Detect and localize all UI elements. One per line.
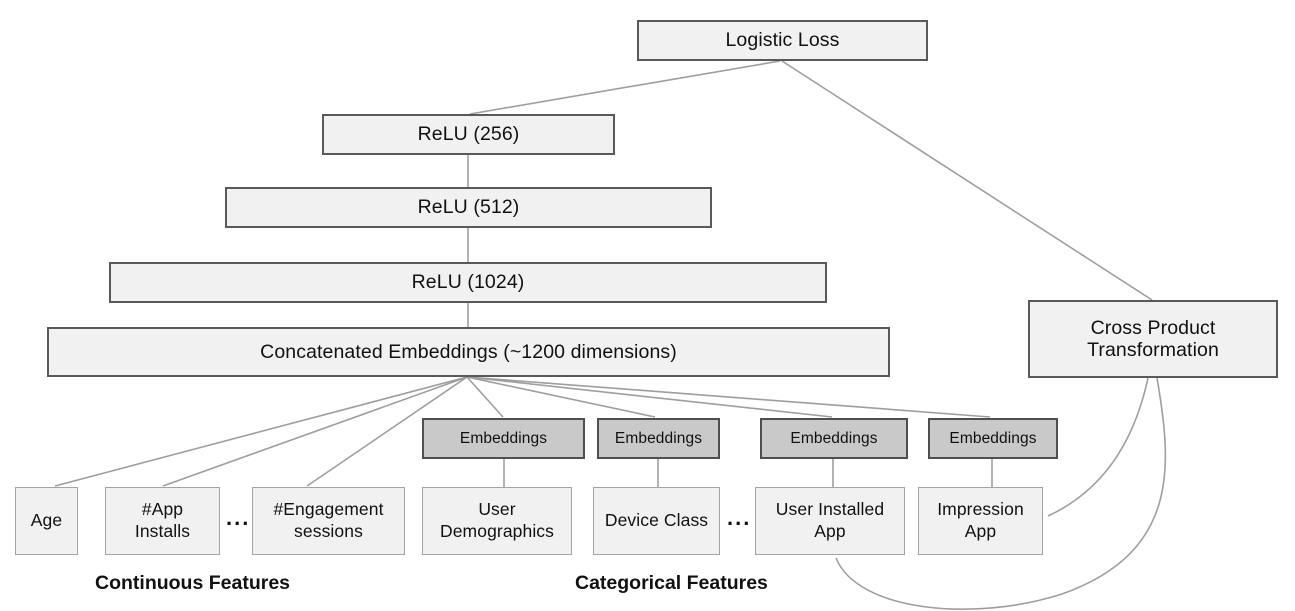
node-feature-app-installs: #App Installs [105, 487, 220, 555]
node-feature-device-class: Device Class [593, 487, 720, 555]
node-embeddings-user-installed-app: Embeddings [760, 418, 908, 459]
edge-loss-to-crossproduct [781, 60, 1153, 301]
node-cross-product-transformation: Cross Product Transformation [1028, 300, 1278, 378]
node-relu-512: ReLU (512) [225, 187, 712, 228]
node-embeddings-impression-app: Embeddings [928, 418, 1058, 459]
edge-crossproduct-impression [1047, 377, 1149, 517]
edge-concat-embed2 [466, 376, 656, 418]
node-embeddings-user-demographics: Embeddings [422, 418, 585, 459]
node-feature-engagement-sessions: #Engagement sessions [252, 487, 405, 555]
edge-loss-to-relu256 [469, 60, 781, 115]
edge-concat-embed4 [466, 376, 991, 418]
continuous-ellipsis: ... [226, 505, 251, 530]
node-concatenated-embeddings: Concatenated Embeddings (~1200 dimension… [47, 327, 890, 377]
node-logistic-loss: Logistic Loss [637, 20, 928, 61]
node-embeddings-device-class: Embeddings [597, 418, 720, 459]
node-feature-user-installed-app: User Installed App [755, 487, 905, 555]
node-relu-256: ReLU (256) [322, 114, 615, 155]
label-categorical-features: Categorical Features [575, 572, 768, 594]
node-feature-user-demographics: User Demographics [422, 487, 572, 555]
edge-concat-embed1 [466, 376, 504, 418]
node-relu-1024: ReLU (1024) [109, 262, 827, 303]
edge-concat-embed3 [466, 376, 833, 418]
edge-concat-age [54, 376, 468, 487]
node-feature-impression-app: Impression App [918, 487, 1043, 555]
node-feature-age: Age [15, 487, 78, 555]
label-continuous-features: Continuous Features [95, 572, 291, 594]
categorical-ellipsis: ... [727, 505, 752, 530]
